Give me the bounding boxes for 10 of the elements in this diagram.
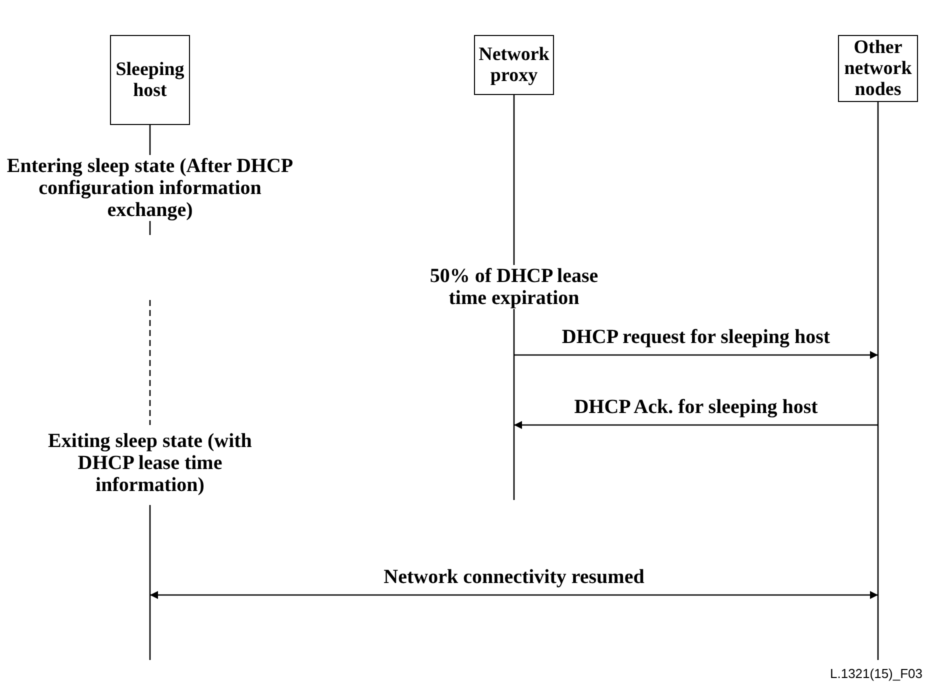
participant-box: Network proxy xyxy=(474,35,554,95)
arrow xyxy=(150,591,878,599)
message-label: DHCP Ack. for sleeping host xyxy=(574,396,818,418)
arrow xyxy=(514,351,878,359)
message-label: DHCP request for sleeping host xyxy=(562,326,830,348)
figure-id: L.1321(15)_F03 xyxy=(830,666,923,682)
participant-box: Sleeping host xyxy=(110,35,190,125)
arrow xyxy=(514,421,878,429)
participant-box: Other network nodes xyxy=(838,35,918,102)
message-label: Network connectivity resumed xyxy=(384,566,644,588)
